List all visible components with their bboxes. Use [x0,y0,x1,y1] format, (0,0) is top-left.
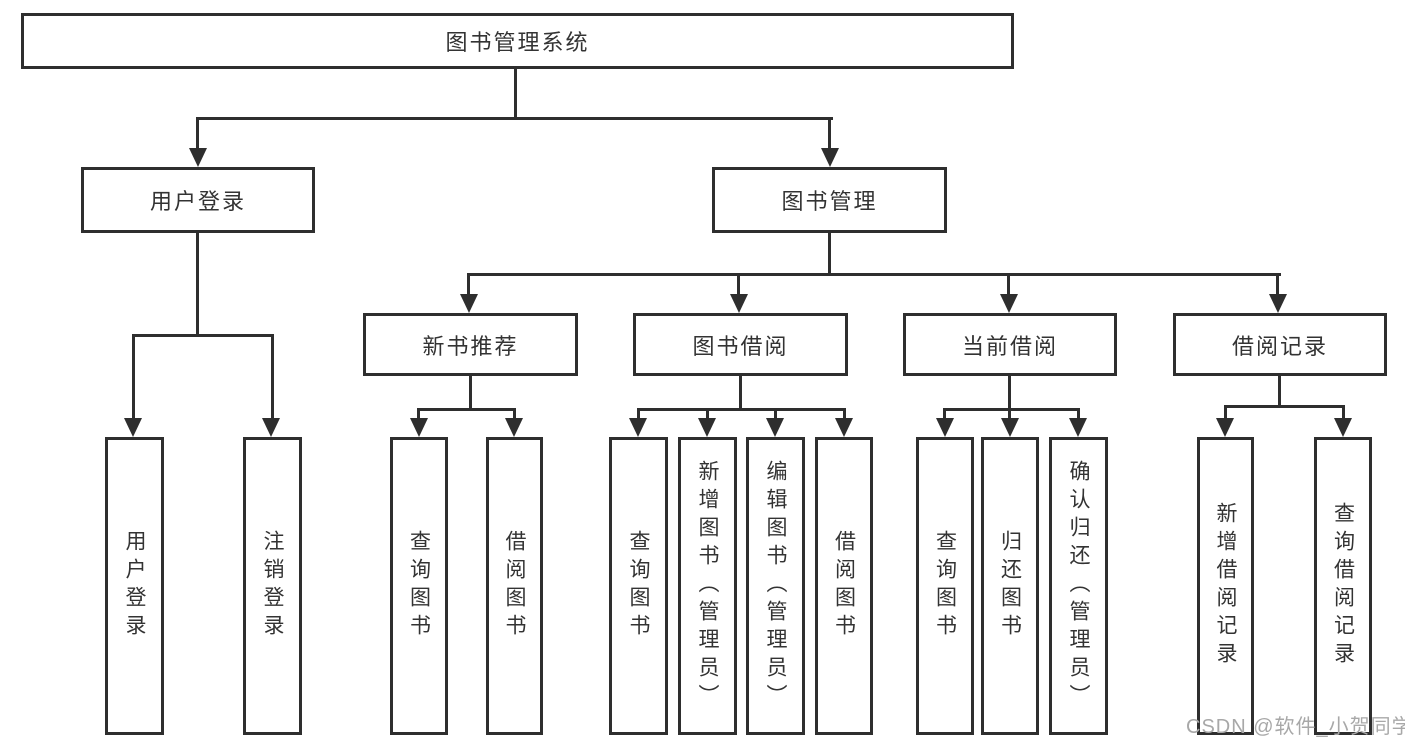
node-label: 新书推荐 [422,333,519,359]
node-label: 借阅图书 [503,530,526,642]
connector-line [196,233,199,337]
connector-line [1077,408,1080,420]
arrow-down-icon [262,418,280,437]
arrow-down-icon [698,418,716,437]
arrow-down-icon [1269,294,1287,313]
leaf-borrow-books-borrowing: 借阅图书 [815,437,873,735]
connector-line [417,408,420,420]
connector-line [1008,376,1011,410]
arrow-down-icon [505,418,523,437]
connector-line [1278,376,1281,407]
arrow-down-icon [1069,418,1087,437]
connector-line [467,273,470,296]
connector-line [417,408,516,411]
arrow-down-icon [1334,418,1352,437]
node-label: 归还图书 [998,530,1022,642]
connector-line [132,334,274,337]
arrow-down-icon [821,148,839,167]
node-label: 新增图书（管理员） [696,460,719,712]
arrow-down-icon [1000,294,1018,313]
connector-line [739,376,742,410]
node-label: 编辑图书（管理员） [764,460,787,712]
arrow-down-icon [1001,418,1019,437]
node-label: 查询图书 [627,530,650,642]
arrow-down-icon [1216,418,1234,437]
node-label: 查询图书 [933,530,957,642]
connector-line [1008,408,1011,420]
connector-line [196,117,199,150]
connector-line [637,408,846,411]
connector-line [467,273,1281,276]
leaf-query-books-current: 查询图书 [916,437,974,735]
arrow-down-icon [835,418,853,437]
connector-line [196,117,833,120]
node-label: 查询图书 [407,530,431,642]
node-label: 图书管理系统 [445,30,590,55]
node-book-management: 图书管理 [712,167,947,233]
connector-line [828,233,831,276]
connector-line [513,408,516,420]
leaf-query-books-recommend: 查询图书 [390,437,448,735]
connector-line [1276,273,1279,296]
watermark: CSDN @软件_小贺同学 [1186,716,1405,738]
leaf-confirm-return-admin: 确认归还（管理员） [1049,437,1108,735]
connector-line [706,408,709,420]
connector-line [469,376,472,410]
connector-line [737,273,740,296]
connector-line [943,408,946,420]
leaf-borrow-books-recommend: 借阅图书 [486,437,543,735]
connector-line [637,408,640,420]
connector-line [1342,405,1345,420]
node-borrowing-records: 借阅记录 [1173,313,1387,376]
node-label: 新增借阅记录 [1214,502,1237,670]
node-label: 图书借阅 [692,333,789,359]
arrow-down-icon [629,418,647,437]
arrow-down-icon [189,148,207,167]
connector-line [1224,405,1227,420]
connector-line [514,69,517,119]
leaf-return-book: 归还图书 [981,437,1039,735]
node-user-login: 用户登录 [81,167,315,233]
node-label: 借阅图书 [832,530,856,642]
leaf-query-books-borrowing: 查询图书 [609,437,668,735]
arrow-down-icon [124,418,142,437]
node-label: 注销登录 [261,530,284,642]
node-label: 用户登录 [123,530,146,642]
connector-line [1007,273,1010,296]
node-label: 查询借阅记录 [1331,502,1355,670]
node-current-borrowing: 当前借阅 [903,313,1117,376]
node-label: 当前借阅 [961,333,1058,359]
node-library-management-system: 图书管理系统 [21,13,1014,69]
node-new-book-recommendation: 新书推荐 [363,313,578,376]
node-label: 确认归还（管理员） [1067,460,1090,712]
arrow-down-icon [460,294,478,313]
arrow-down-icon [766,418,784,437]
arrow-down-icon [936,418,954,437]
node-label: 借阅记录 [1231,333,1328,359]
connector-line [828,117,831,150]
arrow-down-icon [410,418,428,437]
connector-line [271,334,274,420]
connector-line [843,408,846,420]
leaf-user-login: 用户登录 [105,437,164,735]
connector-line [943,408,1080,411]
node-label: 用户登录 [149,189,246,214]
connector-line [774,408,777,420]
connector-line [1224,405,1345,408]
connector-line [132,334,135,420]
leaf-add-borrow-record: 新增借阅记录 [1197,437,1254,735]
leaf-query-borrow-record: 查询借阅记录 [1314,437,1372,735]
leaf-edit-book-admin: 编辑图书（管理员） [746,437,805,735]
leaf-logout: 注销登录 [243,437,302,735]
node-book-borrowing: 图书借阅 [633,313,848,376]
arrow-down-icon [730,294,748,313]
node-label: 图书管理 [781,189,878,214]
leaf-add-book-admin: 新增图书（管理员） [678,437,737,735]
